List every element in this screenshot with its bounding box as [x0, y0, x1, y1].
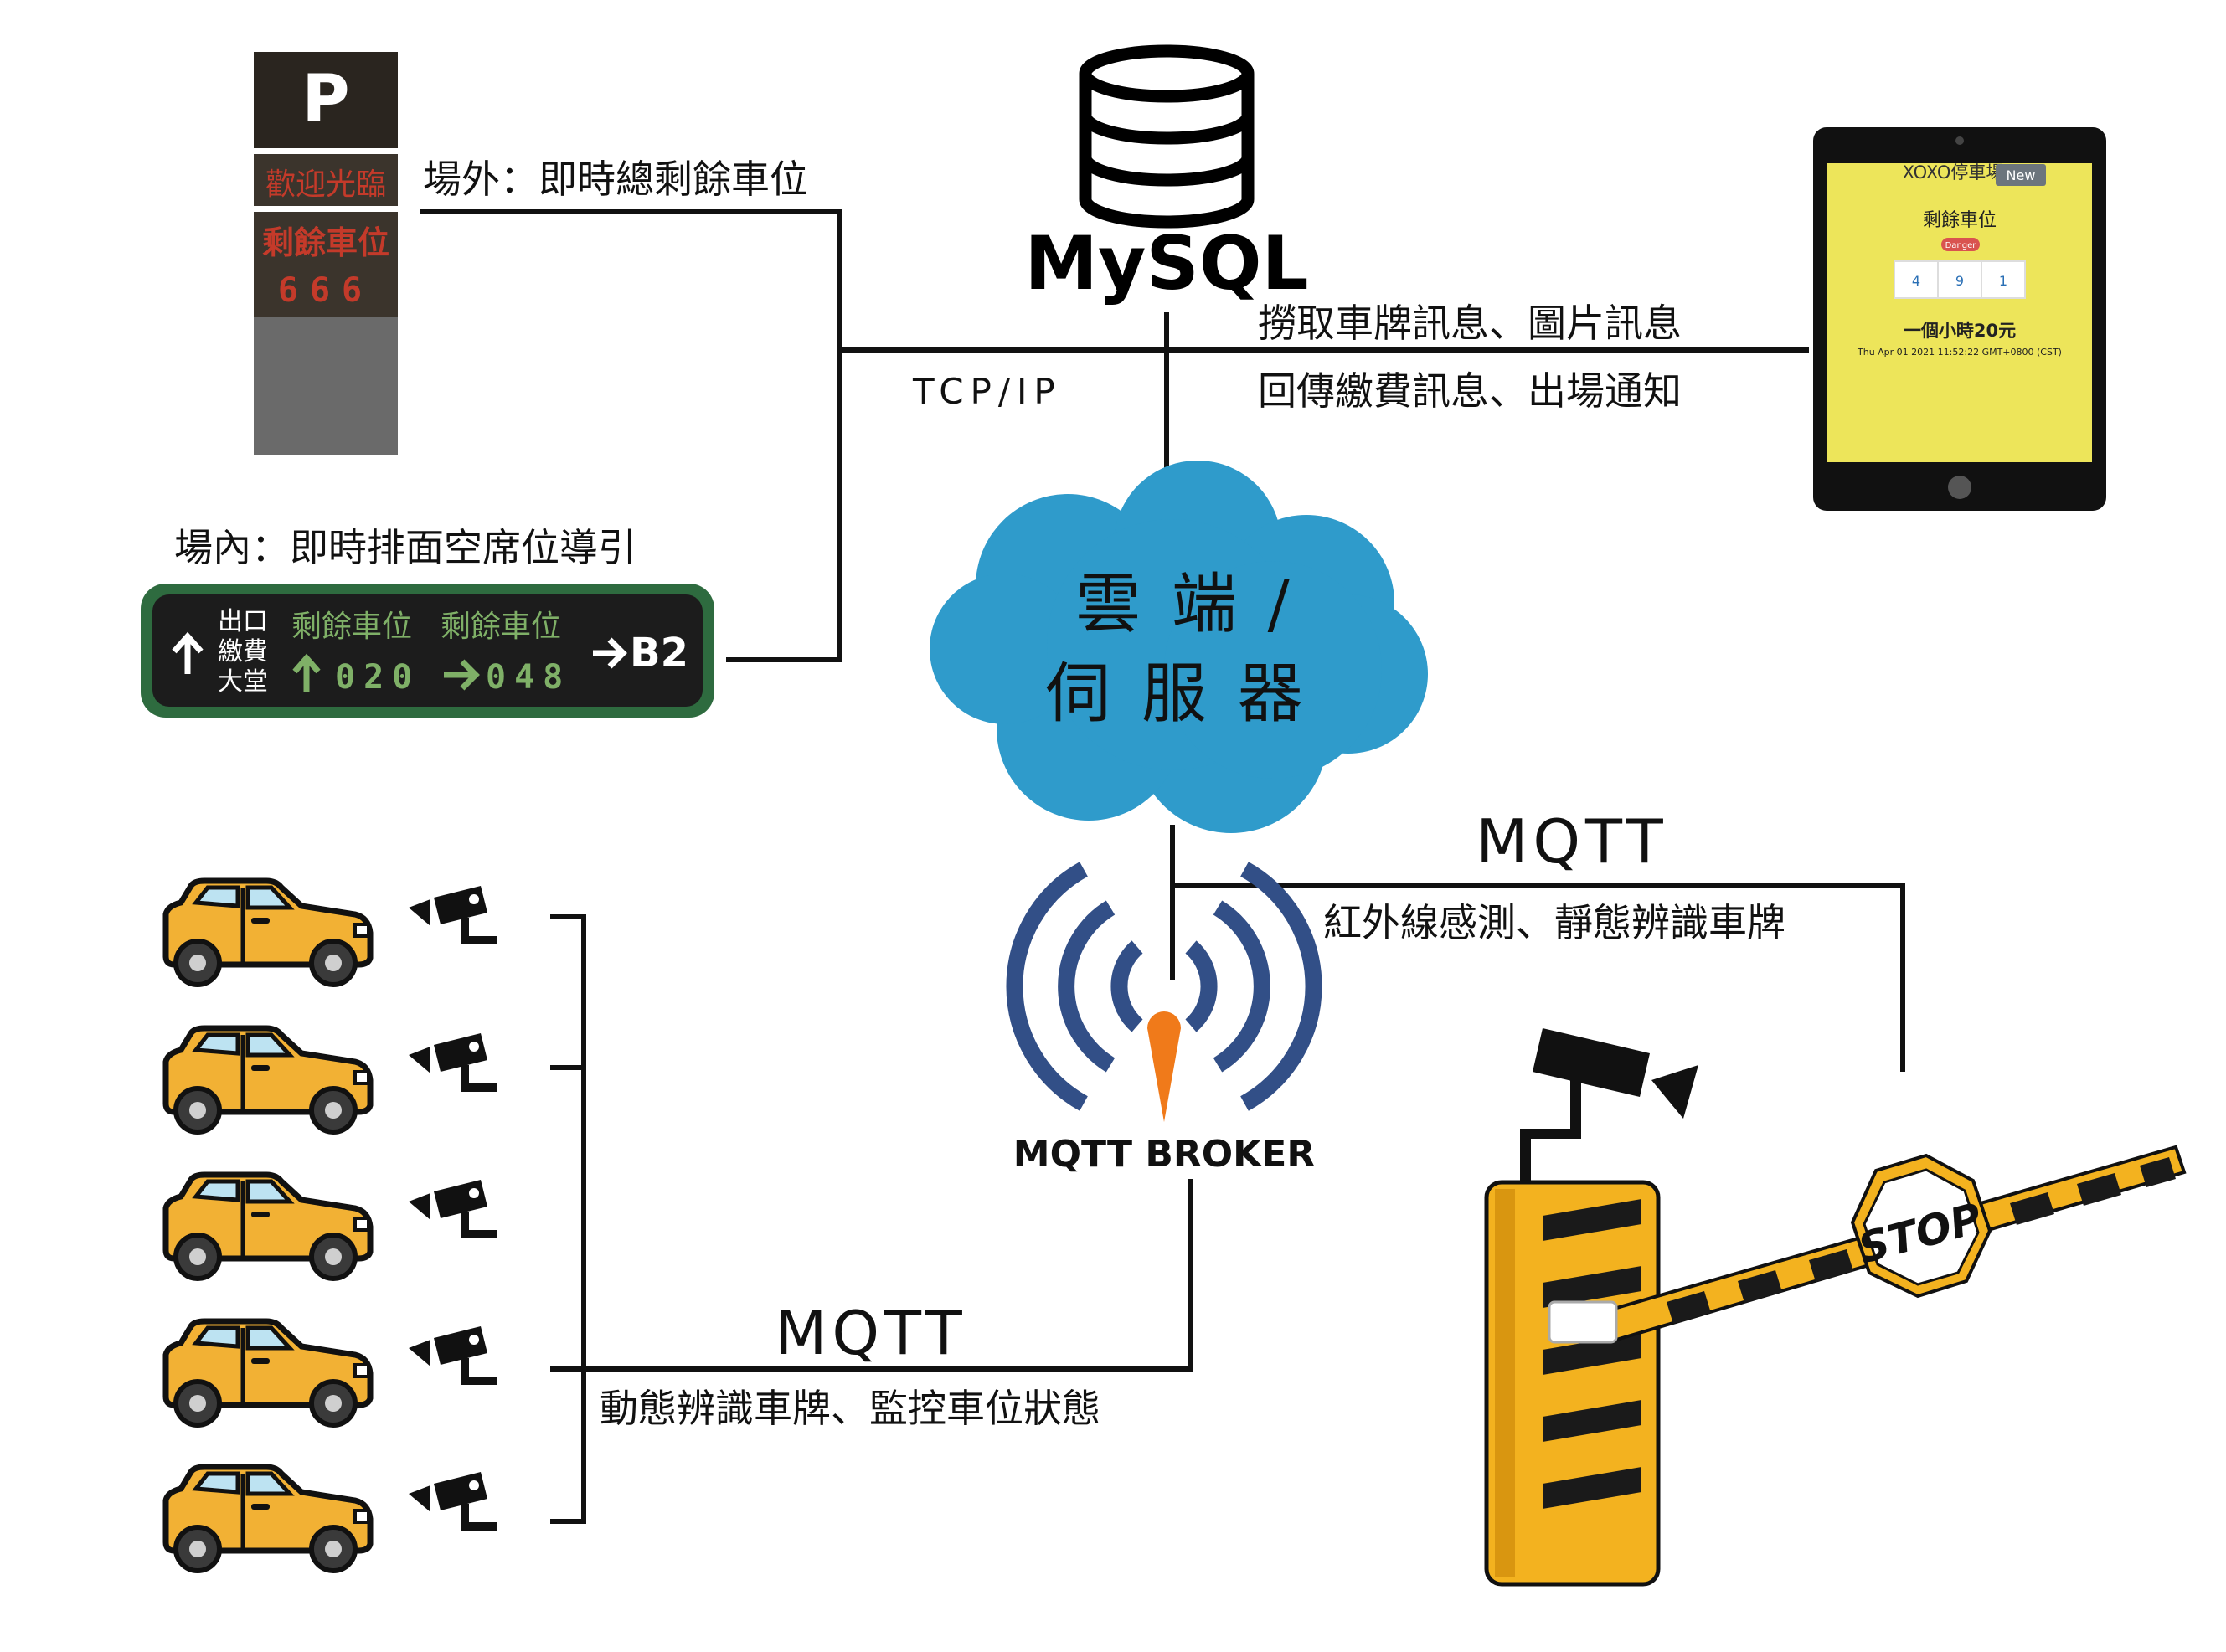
parking-letter: P [301, 62, 349, 137]
tablet-price: 一個小時20元 [1904, 321, 2016, 341]
home-button-icon [1948, 476, 1971, 499]
mqtt-right-label: MQTT [1476, 806, 1668, 877]
gate-barrier: STOP [1484, 1028, 2187, 1587]
indoor-count-b: 048 [486, 658, 571, 697]
mqtt-bottom-desc: 動態辨識車牌、監控車位狀態 [600, 1386, 1100, 1431]
exit-line-3: 大堂 [218, 667, 268, 697]
tablet-digit: 9 [1955, 273, 1964, 289]
camera-icon [409, 1180, 497, 1238]
indoor-guidance-sign: 出口 繳費 大堂 剩餘車位 剩餘車位 020 048 B2 [141, 584, 714, 718]
tablet-timestamp: Thu Apr 01 2021 11:52:22 GMT+0800 (CST) [1857, 347, 2062, 358]
camera-icon [409, 886, 497, 944]
car-icon [166, 1321, 370, 1425]
car-icon [166, 1467, 370, 1571]
mqtt-broker-icon [1006, 862, 1322, 1111]
outdoor-caption: 場外：即時總剩餘車位 [423, 157, 808, 202]
cloud-label-line-2: 伺 服 器 [1045, 656, 1308, 732]
tablet-digit: 4 [1912, 273, 1920, 289]
indoor-remaining-label-b: 剩餘車位 [441, 610, 561, 644]
tablet-danger-badge: Danger [1945, 241, 1977, 250]
mqtt-bottom-label: MQTT [775, 1298, 967, 1368]
camera-icon [409, 1326, 497, 1385]
tablet-heading: 剩餘車位 [1923, 210, 1997, 231]
mysql-label: MySQL [1024, 220, 1308, 306]
exit-line-1: 出口 [218, 607, 268, 636]
car-icon [166, 1028, 370, 1132]
mqtt-right-desc: 紅外線感測、靜態辨識車牌 [1323, 900, 1785, 945]
up-arrow-icon [172, 631, 204, 674]
indoor-count-a: 020 [335, 658, 420, 697]
up-arrow-icon [292, 653, 321, 692]
tablet-flow-text-2: 回傳繳費訊息、出場通知 [1258, 368, 1682, 414]
outdoor-parking-sign: P 歡迎光臨 剩餘車位 666 [254, 52, 398, 455]
right-arrow-icon [593, 637, 627, 669]
car-icon [166, 881, 370, 985]
camera-icon [409, 1472, 497, 1531]
tablet-digit: 1 [1999, 273, 2007, 289]
remaining-label: 剩餘車位 [262, 224, 389, 261]
camera-icon [409, 1033, 497, 1092]
car-icon [166, 1175, 370, 1279]
tablet-new-badge: New [2007, 167, 2036, 183]
tcpip-label: TCP/IP [912, 371, 1062, 412]
remaining-count: 666 [278, 271, 374, 310]
tablet-title: XOXO停車場 [1903, 162, 2004, 183]
database-icon [1079, 44, 1255, 229]
indoor-caption: 場內：即時排面空席位導引 [174, 525, 636, 570]
tablet-device: XOXO停車場 New 剩餘車位 Danger 4 9 1 一個小時20元 Th… [1813, 127, 2106, 511]
floor-label: B2 [630, 630, 688, 677]
welcome-text: 歡迎光臨 [265, 167, 386, 202]
tablet-flow-text-1: 撈取車牌訊息、圖片訊息 [1258, 301, 1682, 346]
broker-label: MQTT BROKER [1013, 1133, 1315, 1176]
right-arrow-icon [444, 659, 480, 691]
exit-line-2: 繳費 [218, 637, 268, 666]
cloud-label-line-1: 雲 端 / [1075, 567, 1295, 642]
connector-lines [420, 209, 1905, 1524]
indoor-remaining-label-a: 剩餘車位 [291, 610, 412, 644]
camera-icon [1520, 1028, 1698, 1189]
cloud-icon [930, 461, 1428, 833]
